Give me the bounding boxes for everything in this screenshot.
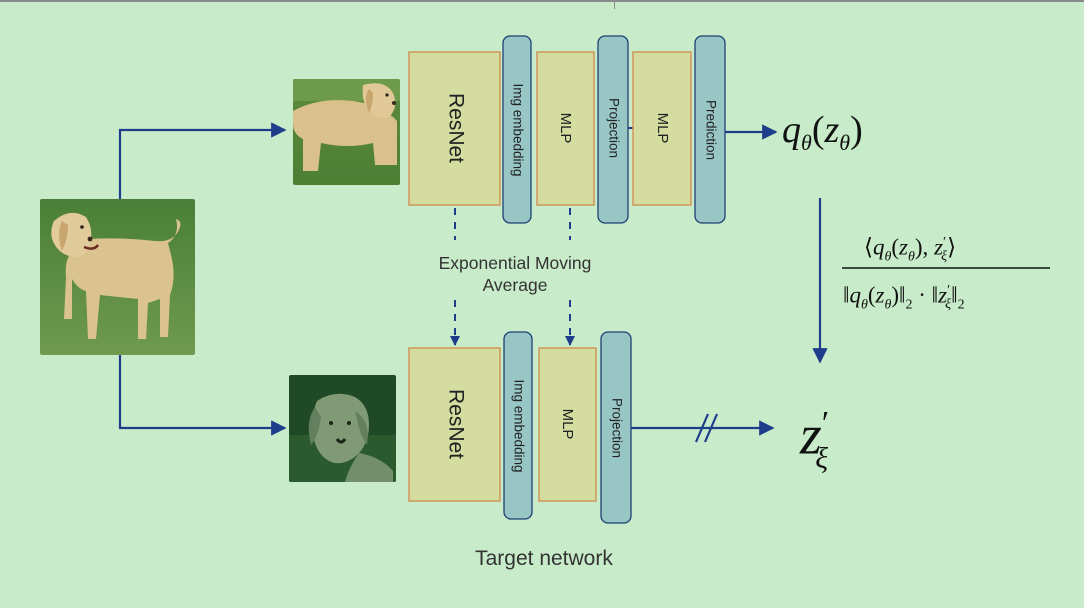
similarity-numerator: ⟨qθ(zθ), z′ξ⟩: [864, 234, 957, 265]
online-embedding-block: [502, 35, 532, 224]
online-block-labels: ResNet Img embedding MLP Projection MLP …: [444, 83, 718, 176]
target-output-formula: z′ξ: [800, 404, 830, 475]
target-resnet-block: [408, 347, 501, 502]
online-prediction-label: Prediction: [703, 100, 718, 160]
online-mlp2-label: MLP: [654, 113, 671, 144]
online-mlp1-block: [536, 51, 595, 206]
target-block-labels: ResNet Img embedding MLP Projection: [444, 379, 624, 472]
online-projection-label: Projection: [606, 98, 621, 158]
prediction-output-formula: qθ(zθ): [782, 109, 863, 155]
online-resnet-label: ResNet: [444, 93, 467, 163]
target-mlp-label: MLP: [559, 409, 576, 440]
branch-arrows: [118, 122, 287, 436]
target-network: [408, 331, 632, 524]
target-mlp-block: [538, 347, 597, 502]
target-embedding-label: Img embedding: [511, 379, 526, 472]
online-mlp1-label: MLP: [557, 113, 574, 144]
online-embedding-label: Img embedding: [510, 83, 525, 176]
online-network: [408, 35, 726, 224]
ema-dashed-lines: [450, 208, 575, 346]
stop-gradient-mark: [694, 413, 719, 443]
online-mlp2-block: [632, 51, 692, 206]
target-embedding-block: [503, 331, 533, 520]
online-prediction-block: [694, 35, 726, 224]
dog-original-image: [40, 199, 195, 355]
ema-label: Exponential Moving Average: [438, 253, 592, 295]
target-network-caption: Target network: [475, 547, 613, 570]
online-projection-block: [597, 35, 629, 224]
similarity-denominator: ‖qθ(zθ)‖2 · ‖z′ξ‖2: [843, 282, 965, 313]
target-resnet-label: ResNet: [444, 389, 467, 459]
dog-crop-target-image: [289, 375, 396, 482]
dog-crop-online-image: [293, 79, 400, 185]
top-tick: [614, 0, 615, 9]
top-border: [0, 0, 1084, 2]
target-projection-label: Projection: [609, 398, 624, 458]
online-resnet-block: [408, 51, 501, 206]
